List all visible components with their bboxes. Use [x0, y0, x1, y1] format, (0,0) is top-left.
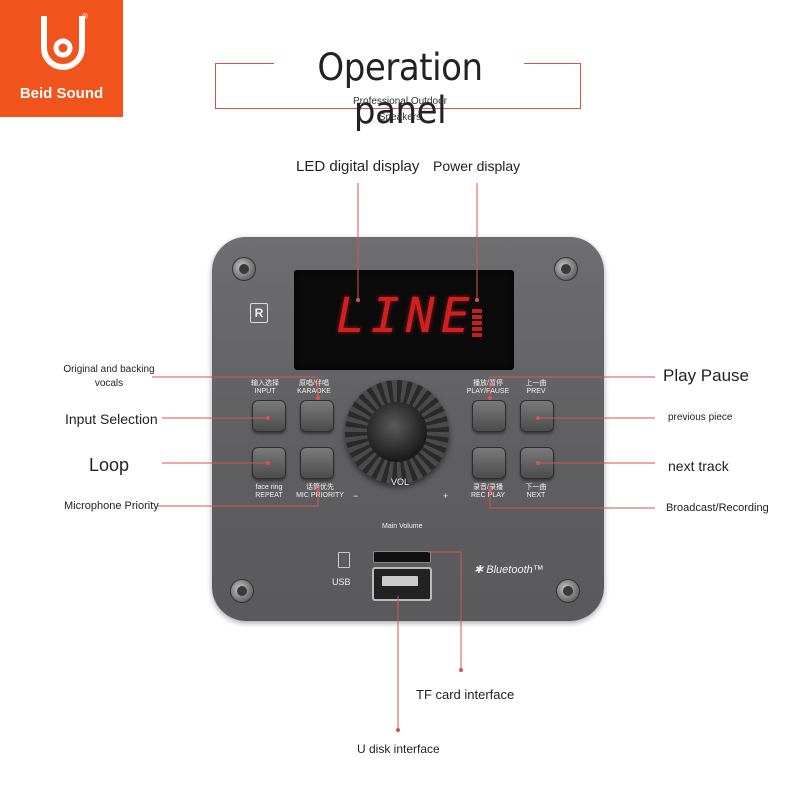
repeat-label: face ring REPEAT — [240, 484, 298, 500]
repeat-label-cn: face ring — [255, 484, 283, 491]
r-badge: R — [250, 303, 268, 323]
callout-input-selection: Input Selection — [65, 411, 158, 427]
subtitle-line-2: Speakers — [378, 112, 422, 123]
play-pause-label-cn: 播放/暂停 — [473, 380, 503, 387]
callout-tf-card: TF card interface — [416, 687, 515, 702]
rec-play-label-cn: 录音/录播 — [473, 484, 503, 491]
volume-knob-cap — [367, 402, 427, 462]
rec-play-label: 录音/录播 REC PLAY — [462, 484, 514, 500]
tf-card-slot[interactable] — [373, 551, 431, 563]
subtitle-line-1: Professional Outdoor — [353, 96, 447, 107]
volume-knob[interactable] — [345, 380, 449, 484]
screw-icon — [230, 579, 254, 603]
prev-button[interactable] — [520, 400, 554, 432]
usb-port[interactable] — [372, 567, 432, 601]
prev-label-cn: 上一曲 — [525, 380, 547, 387]
input-label-en: INPUT — [254, 388, 276, 395]
screw-icon — [232, 257, 256, 281]
vol-label: VOL — [391, 477, 410, 487]
page-title: Operation panel — [317, 46, 483, 132]
callout-next-track: next track — [668, 458, 729, 474]
mic-priority-button[interactable] — [300, 447, 334, 479]
callout-u-disk: U disk interface — [357, 742, 440, 756]
prev-label: 上一曲 PREV — [518, 380, 554, 396]
mic-priority-label-cn: 话筒优先 — [306, 484, 334, 491]
main-volume-label: Main Volume — [382, 523, 423, 530]
karaoke-label-en: KARAOKE — [297, 388, 331, 395]
play-pause-label-en: PLAY/PAUSE — [466, 388, 510, 395]
karaoke-label-cn: 原唱/伴唱 — [299, 380, 329, 387]
power-display-bars — [472, 309, 482, 339]
callout-loop: Loop — [89, 455, 130, 475]
bluetooth-logo: ✱ Bluetooth™ — [474, 564, 544, 576]
rec-play-button[interactable] — [472, 447, 506, 479]
karaoke-button[interactable] — [300, 400, 334, 432]
callout-power-display: Power display — [433, 158, 521, 174]
callout-broadcast-recording: Broadcast/Recording — [666, 502, 769, 514]
input-button[interactable] — [252, 400, 286, 432]
callout-play-pause: Play Pause — [663, 366, 749, 385]
next-label: 下一曲 NEXT — [518, 484, 554, 500]
brand-logo: ® Beid Sound — [0, 0, 123, 117]
title-frame — [215, 63, 581, 109]
callout-previous-piece: previous piece — [668, 412, 733, 423]
vol-plus: + — [443, 491, 449, 501]
callout-original-backing: Original and backing vocals — [63, 364, 155, 389]
callout-led-display: LED digital display — [296, 158, 420, 175]
vol-minus: − — [353, 491, 359, 501]
brand-name: Beid Sound — [19, 85, 104, 102]
page-subtitle: Professional Outdoor Speakers — [330, 94, 470, 126]
operation-panel: R LINE 输入选择 INPUT 原唱/伴唱 KARAOKE face rin… — [212, 237, 604, 621]
input-label: 输入选择 INPUT — [240, 380, 290, 396]
screw-icon — [554, 257, 578, 281]
next-label-cn: 下一曲 — [525, 484, 547, 491]
prev-label-en: PREV — [526, 388, 546, 395]
usb-symbol-icon — [338, 552, 350, 568]
screw-icon — [556, 579, 580, 603]
karaoke-label: 原唱/伴唱 KARAOKE — [286, 380, 342, 396]
mic-priority-label-en: MIC PRIORITY — [296, 492, 344, 499]
play-pause-label: 播放/暂停 PLAY/PAUSE — [460, 380, 516, 396]
next-label-en: NEXT — [526, 492, 546, 499]
repeat-label-en: REPEAT — [255, 492, 283, 499]
callout-microphone-priority: Microphone Priority — [64, 500, 159, 512]
mic-priority-label: 话筒优先 MIC PRIORITY — [288, 484, 352, 500]
rec-play-label-en: REC PLAY — [470, 492, 506, 499]
input-label-cn: 输入选择 — [251, 380, 279, 387]
usb-label: USB — [332, 577, 351, 587]
brand-mark-icon: ® — [41, 12, 88, 70]
play-pause-button[interactable] — [472, 400, 506, 432]
svg-text:®: ® — [82, 12, 88, 21]
